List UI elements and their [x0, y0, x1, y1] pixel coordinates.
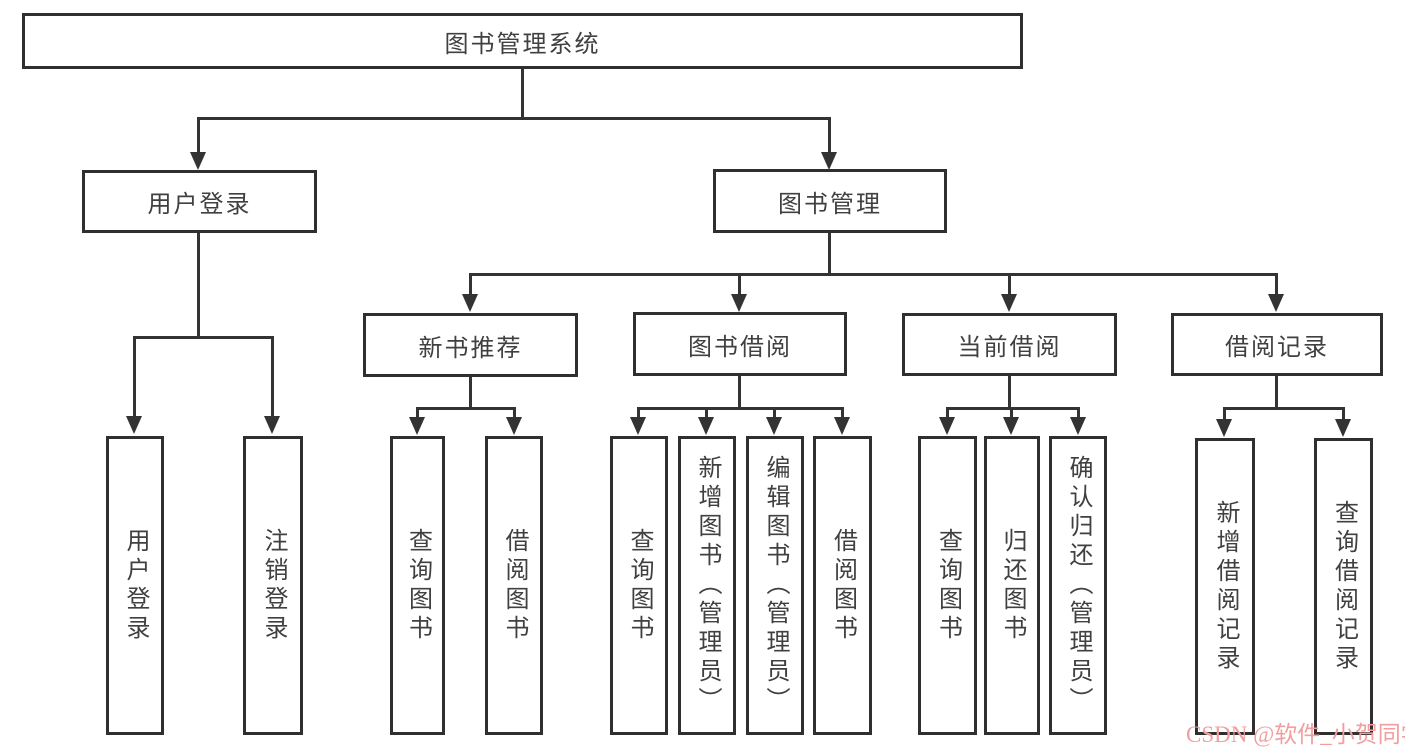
connector-bookmgmt-drop1 [469, 273, 472, 297]
node-new-book-recommend: 新书推荐 [363, 313, 578, 377]
connector-records-drop1 [1223, 407, 1226, 421]
connector-userlogin-drop1 [133, 336, 136, 416]
node-book-borrow: 图书借阅 [633, 312, 847, 376]
leaf-records-query-record: 查询借阅记录 [1314, 438, 1373, 735]
connector-bookborrow-stem [738, 376, 741, 409]
arrow-down-icon [264, 416, 280, 434]
connector-userlogin-drop2 [271, 336, 274, 416]
connector-bookborrow-drop2 [705, 407, 708, 419]
arrow-down-icon [1001, 294, 1017, 312]
leaf-user-login: 用户登录 [106, 436, 164, 735]
connector-bookmgmt-branch [469, 273, 1278, 276]
arrow-down-icon [1003, 417, 1019, 435]
connector-root-right-drop [828, 117, 831, 154]
connector-bookmgmt-stem [828, 233, 831, 275]
node-root-library-system: 图书管理系统 [22, 13, 1023, 69]
arrow-down-icon [126, 416, 142, 434]
connector-bookborrow-drop4 [841, 407, 844, 419]
leaf-logout: 注销登录 [243, 436, 303, 735]
arrow-down-icon [939, 417, 955, 435]
connector-bookborrow-drop1 [637, 407, 640, 419]
connector-root-stem [521, 69, 524, 119]
arrow-down-icon [766, 417, 782, 435]
arrow-down-icon [731, 294, 747, 312]
leaf-borrow-query-books: 查询图书 [610, 436, 668, 735]
connector-records-branch [1223, 407, 1345, 410]
leaf-current-query-books: 查询图书 [918, 436, 977, 735]
connector-userlogin-branch [133, 336, 274, 339]
connector-newbook-branch [416, 407, 516, 410]
arrow-down-icon [1070, 417, 1086, 435]
connector-currentborrow-drop3 [1077, 407, 1080, 419]
leaf-borrow-borrow-books: 借阅图书 [813, 436, 872, 735]
arrow-down-icon [462, 294, 478, 312]
connector-userlogin-stem [197, 233, 200, 338]
connector-currentborrow-stem [1008, 376, 1011, 409]
csdn-watermark: CSDN @软件_小贺同学 [1186, 722, 1405, 747]
leaf-borrow-edit-books-admin: 编辑图书（管理员） [746, 436, 804, 735]
connector-currentborrow-drop2 [1010, 407, 1013, 419]
arrow-down-icon [506, 417, 522, 435]
node-current-borrow: 当前借阅 [902, 313, 1117, 376]
connector-bookmgmt-drop2 [738, 273, 741, 297]
arrow-down-icon [821, 152, 837, 170]
connector-newbook-drop1 [416, 407, 419, 419]
leaf-borrow-add-books-admin: 新增图书（管理员） [678, 436, 736, 735]
connector-root-left-drop [197, 117, 200, 154]
leaf-newbook-query-books: 查询图书 [390, 436, 445, 735]
arrow-down-icon [630, 417, 646, 435]
connector-bookborrow-branch [637, 407, 844, 410]
arrow-down-icon [834, 417, 850, 435]
connector-bookmgmt-drop3 [1008, 273, 1011, 297]
connector-newbook-stem [469, 377, 472, 409]
connector-newbook-drop2 [513, 407, 516, 419]
arrow-down-icon [1335, 419, 1351, 437]
leaf-records-add-record: 新增借阅记录 [1195, 438, 1255, 735]
leaf-current-return-books: 归还图书 [984, 436, 1040, 735]
arrow-down-icon [1268, 294, 1284, 312]
leaf-newbook-borrow-books: 借阅图书 [485, 436, 543, 735]
connector-bookborrow-drop3 [773, 407, 776, 419]
leaf-current-confirm-return-admin: 确认归还（管理员） [1049, 436, 1107, 735]
connector-currentborrow-branch [946, 407, 1080, 410]
connector-currentborrow-drop1 [946, 407, 949, 419]
arrow-down-icon [190, 152, 206, 170]
connector-bookmgmt-drop4 [1275, 273, 1278, 297]
connector-records-drop2 [1342, 407, 1345, 421]
arrow-down-icon [1216, 419, 1232, 437]
arrow-down-icon [409, 417, 425, 435]
arrow-down-icon [698, 417, 714, 435]
node-book-management: 图书管理 [713, 169, 947, 233]
node-borrow-records: 借阅记录 [1171, 313, 1383, 376]
connector-root-branch [197, 117, 831, 120]
connector-records-stem [1275, 376, 1278, 409]
node-user-login: 用户登录 [82, 170, 317, 233]
